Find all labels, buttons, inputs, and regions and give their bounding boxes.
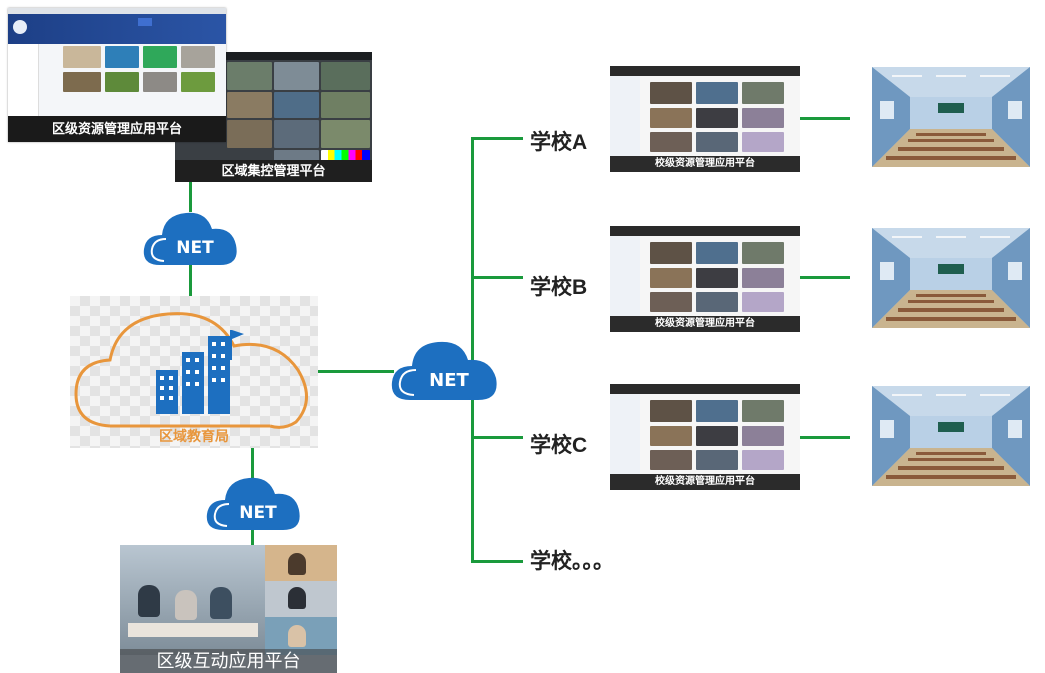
connector-top-cloud <box>189 182 192 212</box>
bureau-panel: 区域教育局 <box>70 296 318 448</box>
branch-c <box>471 436 523 439</box>
net-label-bottom: NET <box>239 503 277 523</box>
net-label-center: NET <box>429 370 469 391</box>
link-a-classroom <box>800 117 850 120</box>
resource-platform-screenshot: 区级资源管理应用平台 <box>8 8 226 142</box>
bureau-cloud-icon <box>74 312 308 429</box>
branch-a <box>471 137 523 140</box>
school-a-label: 学校A <box>530 131 588 154</box>
classroom-image-b <box>872 228 1030 328</box>
link-b-classroom <box>800 276 850 279</box>
classroom-image-a <box>872 67 1030 167</box>
school-b-label: 学校B <box>530 276 588 299</box>
resource-platform-label: 区级资源管理应用平台 <box>8 116 226 142</box>
color-bars <box>321 150 370 162</box>
net-cloud-icon-center: NET <box>391 341 497 400</box>
school-c-label: 学校C <box>530 434 588 457</box>
bureau-label: 区域教育局 <box>159 428 229 444</box>
link-c-classroom <box>800 436 850 439</box>
school-c-platform-screenshot: 校级资源管理应用平台 <box>610 384 800 490</box>
school-b-platform-screenshot: 校级资源管理应用平台 <box>610 226 800 332</box>
school-b-platform-caption: 校级资源管理应用平台 <box>610 316 800 332</box>
school-more-label: 学校。。。 <box>530 550 614 573</box>
school-a-platform-caption: 校级资源管理应用平台 <box>610 156 800 172</box>
branch-more <box>471 560 523 563</box>
control-platform-screenshot: 区域集控管理平台 <box>175 52 372 182</box>
connector-bureau-center-cloud <box>316 370 394 373</box>
net-cloud-icon-bottom: NET <box>206 477 300 530</box>
building-icon <box>156 330 244 414</box>
branch-b <box>471 276 523 279</box>
connector-bottom-cloud-platform <box>251 527 254 545</box>
interactive-platform-label: 区级互动应用平台 <box>120 649 337 673</box>
net-label-top: NET <box>176 238 214 258</box>
connector-bureau-bottom-cloud <box>251 446 254 478</box>
trunk-vertical <box>471 137 474 563</box>
school-a-platform-screenshot: 校级资源管理应用平台 <box>610 66 800 172</box>
school-c-platform-caption: 校级资源管理应用平台 <box>610 474 800 490</box>
classroom-image-c <box>872 386 1030 486</box>
net-cloud-icon-top: NET <box>143 212 237 265</box>
connector-cloud-bureau <box>189 262 192 296</box>
interactive-platform-screenshot: 区级互动应用平台 <box>120 545 337 673</box>
control-platform-label: 区域集控管理平台 <box>175 160 372 182</box>
